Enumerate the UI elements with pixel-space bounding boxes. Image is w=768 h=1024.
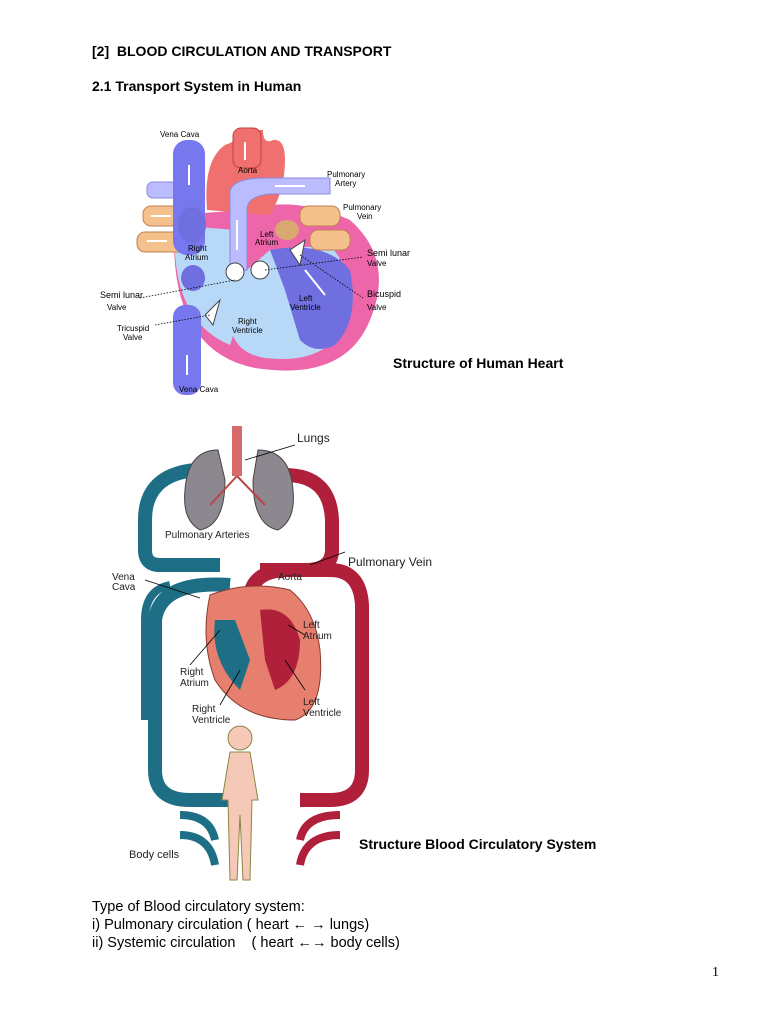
pulmonary-artery-vessel — [229, 177, 331, 271]
leader-lines — [139, 254, 364, 326]
label-right-ventricle-2: Ventricle — [232, 326, 263, 335]
label-semilunar-right-1: Semi lunar — [100, 290, 143, 300]
heart-shape — [205, 585, 322, 721]
label-aorta: Aorta — [238, 166, 258, 175]
label-pulmonary-artery-1: Pulmonary — [327, 170, 365, 179]
circulation-leader-lines — [144, 444, 346, 706]
label-lungs: Lungs — [297, 431, 330, 445]
aorta-branch — [232, 127, 262, 169]
aorta-path — [243, 563, 369, 807]
label-left-ventricle-2: Ventricle — [303, 708, 342, 719]
document-heading: [2] BLOOD CIRCULATION AND TRANSPORT — [92, 43, 392, 59]
label-left-atrium-2: Atrium — [303, 631, 332, 642]
bicuspid-valve-shape — [289, 238, 306, 267]
label-right-atrium-1: Right — [188, 244, 207, 253]
label-bicuspid-1: Bicuspid — [367, 289, 401, 299]
section-subheading: 2.1 Transport System in Human — [92, 78, 302, 94]
label-body-cells: Body cells — [129, 849, 180, 861]
vena-cava-path — [148, 577, 231, 807]
label-tricuspid-2: Valve — [123, 333, 143, 342]
vena-cava-opening — [178, 207, 206, 243]
circulation-types: Type of Blood circulatory system: i) Pul… — [92, 898, 400, 952]
label-semilunar-left-1: Semi lunar — [367, 248, 410, 258]
label-left-ventricle-1: Left — [303, 697, 320, 708]
coronary-opening — [181, 265, 205, 291]
label-left-atrium-1: Left — [303, 620, 320, 631]
pulmonary-vein-right-2 — [309, 229, 351, 251]
heart-caption: Structure of Human Heart — [393, 355, 564, 371]
label-right-ventricle-1: Right — [238, 317, 257, 326]
label-left-atrium-1: Left — [260, 230, 274, 239]
label-vena-cava-2: Cava — [112, 582, 136, 593]
label-right-ventricle-2: Ventricle — [192, 715, 231, 726]
circulation-diagram: Lungs Pulmonary Arteries Pulmonary Vein … — [112, 426, 432, 881]
label-pulmonary-artery-2: Artery — [335, 179, 356, 188]
body-cells-arteries — [296, 811, 341, 866]
semilunar-valve-left — [250, 260, 270, 280]
trachea — [232, 426, 242, 476]
body-cells-veins — [179, 811, 219, 866]
circulation-type-systemic: ii) Systemic circulation ( heart ←→ body… — [92, 935, 400, 951]
left-ventricle-chamber — [270, 247, 353, 349]
left-atrium-opening — [275, 220, 299, 240]
vena-cava-bottom-vessel — [173, 305, 201, 395]
label-right-atrium-1: Right — [180, 667, 204, 678]
label-vena-cava-1: Vena — [112, 572, 135, 583]
bronchi — [209, 475, 266, 506]
label-left-ventricle-1: Left — [299, 294, 313, 303]
label-right-ventricle-1: Right — [192, 704, 216, 715]
label-pulmonary-vein-1: Pulmonary — [343, 203, 381, 212]
flow-arrows — [147, 142, 326, 375]
label-pulmonary-vein: Pulmonary Vein — [348, 555, 432, 569]
label-tricuspid-1: Tricuspid — [117, 324, 149, 333]
label-aorta: Aorta — [278, 572, 302, 583]
right-side-chambers — [214, 620, 250, 690]
human-body — [221, 751, 259, 881]
pulmonary-artery-path — [138, 463, 220, 572]
label-right-atrium-2: Atrium — [180, 678, 209, 689]
left-side-chambers — [260, 609, 300, 690]
circulation-caption: Structure Blood Circulatory System — [359, 836, 597, 852]
label-vena-cava-bottom: Vena Cava — [179, 385, 219, 394]
label-left-ventricle-2: Ventricle — [290, 303, 321, 312]
label-vena-cava-top: Vena Cava — [160, 130, 200, 139]
pulmonary-vein-right-1 — [299, 205, 341, 227]
page-number: 1 — [712, 965, 719, 980]
label-left-atrium-2: Atrium — [255, 238, 278, 247]
label-right-atrium-2: Atrium — [185, 253, 208, 262]
label-pulmonary-vein-2: Vein — [357, 212, 373, 221]
semilunar-valve-right — [225, 262, 245, 282]
tricuspid-valve-shape — [204, 298, 221, 327]
label-semilunar-left-2: Valve — [367, 259, 387, 268]
left-lung — [184, 449, 226, 531]
label-semilunar-right-2: Valve — [107, 303, 127, 312]
label-bicuspid-2: Valve — [367, 303, 387, 312]
label-pulmonary-arteries: Pulmonary Arteries — [165, 530, 249, 541]
right-lung — [252, 449, 294, 531]
heart-diagram: Vena Cava Aorta Pulmonary Artery Pulmona… — [100, 127, 410, 395]
circulation-types-intro: Type of Blood circulatory system: — [92, 899, 305, 915]
human-head — [227, 725, 253, 751]
circulation-type-pulmonary: i) Pulmonary circulation ( heart ← → lun… — [92, 917, 370, 933]
